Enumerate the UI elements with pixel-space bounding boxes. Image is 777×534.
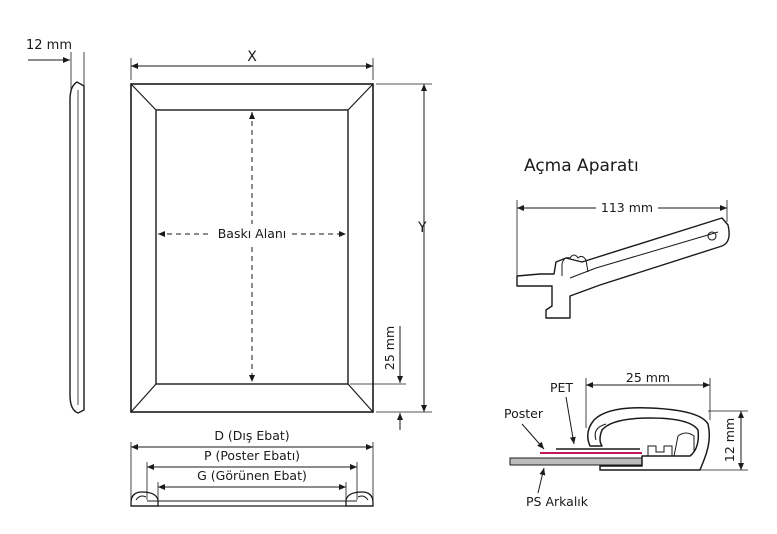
bottom-clip-left [135, 495, 147, 501]
miter-bl [130, 383, 157, 413]
miter-br [347, 383, 374, 413]
aluminium-profile-clip [673, 432, 695, 457]
frame-width-label: 25 mm [382, 326, 397, 370]
print-area-label: Baskı Alanı [218, 226, 287, 241]
bottom-frame-profile-left [130, 491, 159, 507]
frame-inner [155, 109, 349, 385]
opener-tool-view: Açma Aparatı 113 mm [516, 156, 730, 319]
profile-width-label: 25 mm [626, 370, 670, 385]
height-label: Y [417, 220, 427, 236]
opener-tool-outline [516, 217, 730, 319]
outer-size-label: D (Dış Ebat) [214, 428, 289, 443]
opener-tool-inner-rail [569, 231, 719, 279]
miter-tl [130, 83, 157, 111]
poster-size-label: P (Poster Ebatı) [204, 448, 300, 463]
poster-label: Poster [504, 406, 544, 421]
ps-back-leader [537, 467, 546, 494]
side-depth-label: 12 mm [26, 38, 72, 53]
miter-tr [347, 83, 374, 111]
opener-length-bg [596, 199, 658, 215]
aluminium-profile-inner [647, 445, 673, 456]
profile-lip-icon [594, 423, 607, 441]
side-profile-view: 12 mm [26, 38, 85, 414]
profile-height-label: 12 mm [722, 418, 737, 462]
side-profile-outline [69, 81, 85, 414]
aluminium-profile-outline [587, 407, 711, 471]
width-label: X [247, 49, 257, 65]
visible-size-label: G (Görünen Ebat) [197, 468, 307, 483]
bottom-section-view: D (Dış Ebat) P (Poster Ebatı) G (Görünen… [130, 428, 374, 507]
opener-hole-icon [707, 231, 717, 241]
ps-back-layer [509, 457, 643, 466]
opener-length-label: 113 mm [601, 200, 653, 215]
pet-leader [565, 396, 576, 445]
poster-leader [521, 423, 545, 450]
bottom-clip-right [357, 495, 369, 501]
front-view: X Baskı Alanı Y 25 mm [130, 49, 432, 430]
bottom-frame-profile-right [345, 491, 374, 507]
opener-title: Açma Aparatı [524, 156, 639, 176]
profile-cross-section: PET Poster PS Arkalık 25 mm 12 mm [504, 370, 748, 509]
frame-outer [130, 83, 374, 413]
opener-tool-teeth [561, 254, 589, 276]
print-area-label-bg [212, 224, 292, 244]
pet-label: PET [550, 380, 573, 395]
ps-back-label: PS Arkalık [526, 494, 589, 509]
